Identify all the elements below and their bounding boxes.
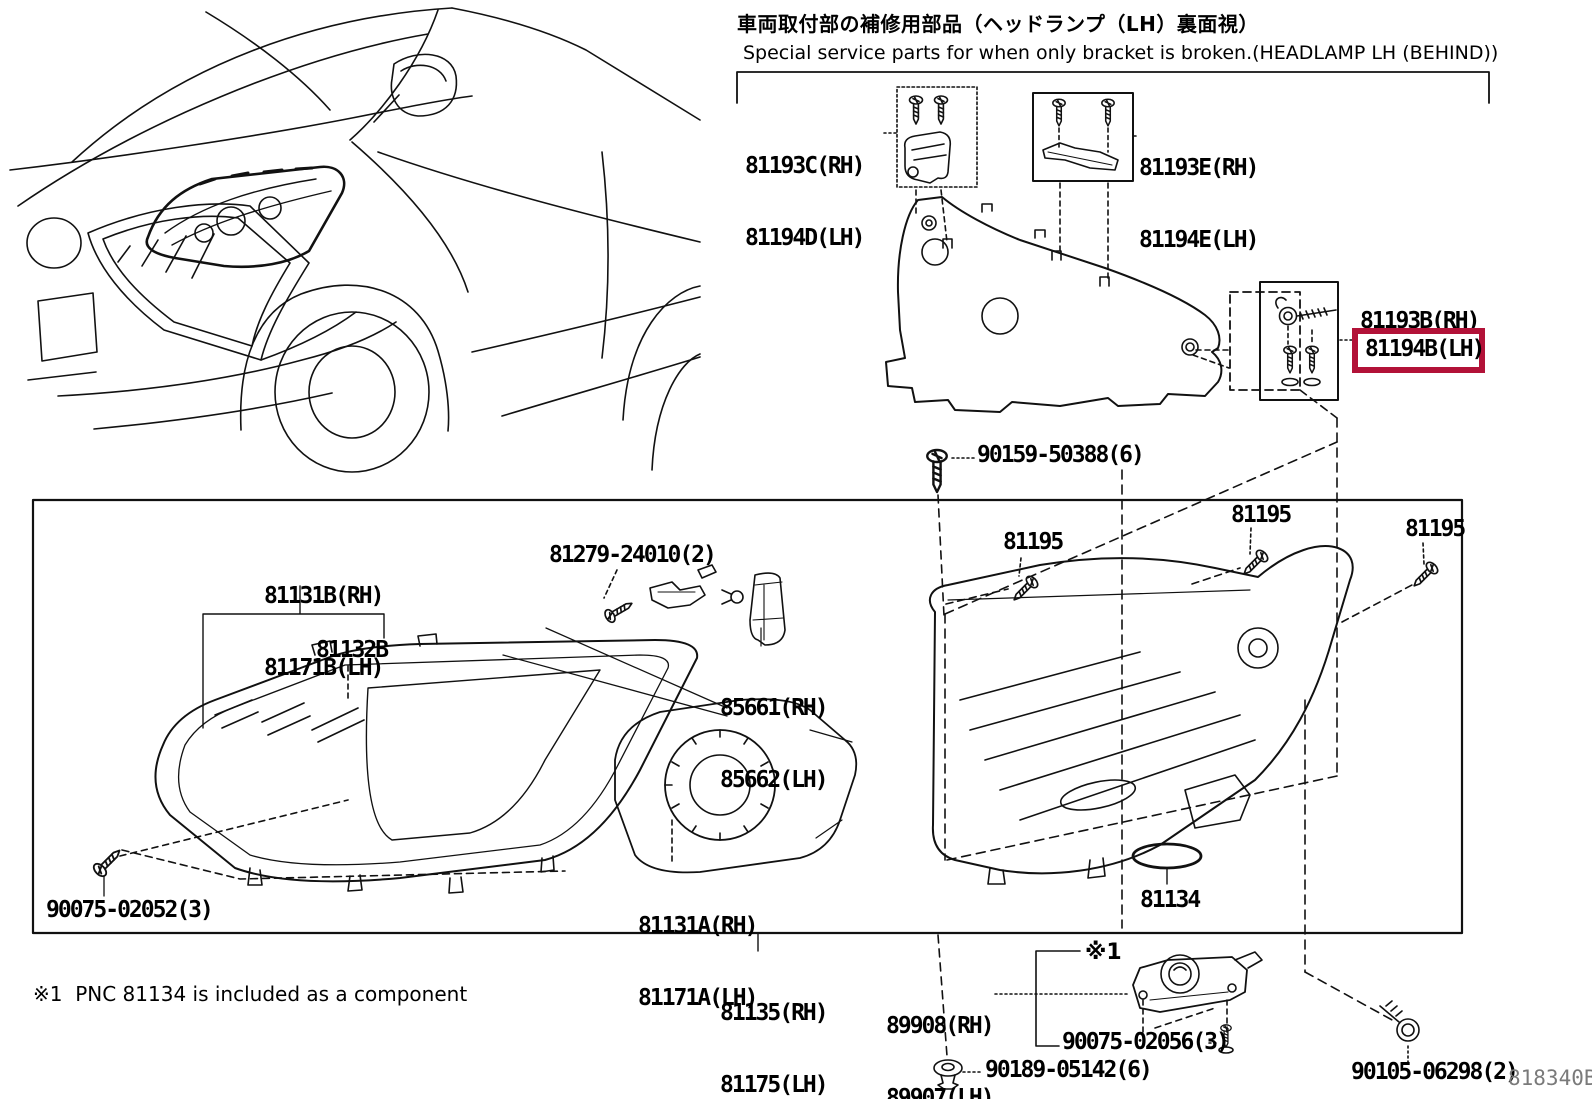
label-protector[interactable]: 81135(RH) 81175(LH) (720, 953, 829, 1099)
part-number[interactable]: 81171B(LH) (264, 655, 384, 681)
dashed-locator-box (1192, 291, 1338, 419)
fastener-box-upper (896, 86, 978, 249)
highlight-box: 81194B(LH) (1352, 328, 1485, 373)
label-screw-retainer[interactable]: 90159-50388(6) (977, 442, 1145, 468)
part-number[interactable]: 85662(LH) (720, 767, 829, 793)
label-screw-bracket[interactable]: 81279-24010(2) (549, 542, 717, 568)
label-screw-cover-2[interactable]: 81195 (1231, 502, 1292, 528)
construction-lines (944, 417, 1395, 1022)
car-illustration (9, 7, 701, 473)
label-bracket-lower-lh[interactable]: 81194B(LH) (1365, 336, 1485, 362)
label-headlamp-unit-a[interactable]: 81131A(RH) 81171A(LH) (638, 866, 758, 1058)
label-computer[interactable]: 89908(RH) 89907(LH) (886, 966, 995, 1099)
part-number[interactable]: 85661(RH) (720, 695, 829, 721)
oring-81134-icon (1131, 842, 1203, 885)
fastener-box-side (1032, 92, 1134, 287)
part-number[interactable]: 81193C(RH) (745, 153, 865, 179)
label-cover[interactable]: 81132B (316, 637, 389, 663)
label-screw-computer[interactable]: 90075-02056(3) (1062, 1029, 1230, 1055)
footnote: ※1 PNC 81134 is included as a component (33, 982, 468, 1006)
part-number[interactable]: 89907(LH) (886, 1085, 995, 1099)
screw-90159-icon (926, 448, 948, 617)
section-bracket (736, 71, 1490, 104)
headlamp-rear-right-drawing (928, 545, 1354, 885)
part-number[interactable]: 81131A(RH) (638, 913, 758, 939)
main-diagram-frame (31, 498, 1464, 935)
label-leader-lines (757, 132, 1409, 1073)
part-number[interactable]: 81171A(LH) (638, 985, 758, 1011)
part-number[interactable]: 81194E(LH) (1139, 227, 1259, 253)
label-screw-cover-3[interactable]: 81195 (1405, 516, 1466, 542)
ecu-drawing (1132, 951, 1263, 1054)
socket-85661-icon (721, 572, 786, 647)
part-number[interactable]: 81131B(RH) (264, 583, 384, 609)
fastener-box-lower (1259, 281, 1339, 401)
label-gasket[interactable]: 81134 (1140, 887, 1201, 913)
screw-81279-icon (602, 564, 717, 625)
label-clip[interactable]: 90189-05142(6) (985, 1057, 1153, 1083)
label-headlamp-unit-b[interactable]: 81131B(RH) 81171B(LH) (264, 536, 384, 728)
part-number[interactable]: 81175(LH) (720, 1072, 829, 1098)
label-socket[interactable]: 85661(RH) 85662(LH) (720, 648, 829, 840)
car-headlamp-detail (145, 165, 346, 269)
section-title-japanese: 車両取付部の補修用部品（ヘッドランプ（LH）裏面視） (737, 12, 1259, 36)
part-number[interactable]: 81135(RH) (720, 1000, 829, 1026)
label-screw-cover-1[interactable]: 81195 (1003, 529, 1064, 555)
bolt-90105-icon (1379, 1000, 1420, 1042)
figure-code: 818340B (1508, 1066, 1592, 1090)
screw-90075-02052-icon (90, 799, 349, 897)
label-screw-unit[interactable]: 90075-02052(3) (46, 897, 214, 923)
label-bracket-side[interactable]: 81193E(RH) 81194E(LH) (1139, 108, 1259, 300)
label-bolt[interactable]: 90105-06298(2) (1351, 1059, 1519, 1085)
ref1-marker: ※1 (1085, 940, 1122, 965)
part-number[interactable]: 81193E(RH) (1139, 155, 1259, 181)
ref1-bracket (1035, 950, 1081, 1047)
section-subtitle-english: Special service parts for when only brac… (743, 42, 1499, 64)
part-number[interactable]: 81194D(LH) (745, 225, 865, 251)
headlamp-rear-view-drawing (885, 196, 1223, 413)
headlamp-front-drawing (121, 633, 699, 894)
part-number[interactable]: 89908(RH) (886, 1013, 995, 1039)
screw-81195-icons (945, 527, 1441, 623)
label-bracket-upper[interactable]: 81193C(RH) 81194D(LH) (745, 106, 865, 298)
lamp-unit-drawing (614, 698, 858, 874)
leader-81131b (202, 585, 385, 729)
